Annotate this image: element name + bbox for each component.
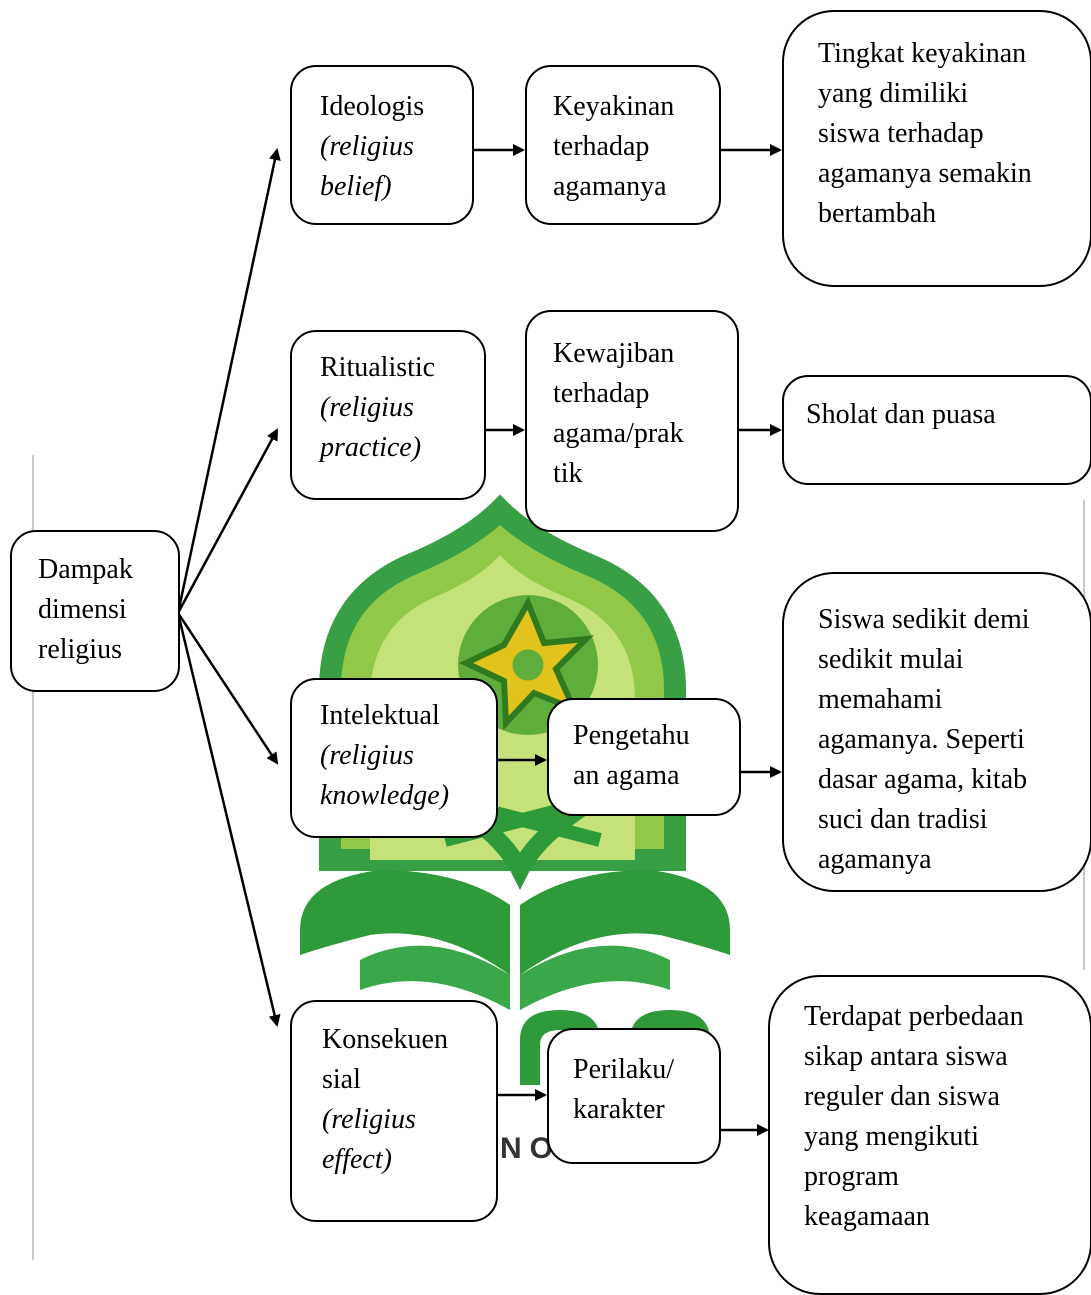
category-title: Ritualistic <box>320 352 436 383</box>
category-node-ritualistic: Ritualistic (religius practice) <box>290 330 486 500</box>
result-node-intelektual: Siswa sedikit demi sedikit mulai memaham… <box>782 572 1091 892</box>
arrow-root-to-ritualistic <box>176 428 279 614</box>
category-node-ideologis: Ideologis (religius belief) <box>290 65 474 225</box>
result-node-konsekuensial: Terdapat perbedaan sikap antara siswa re… <box>768 975 1091 1295</box>
category-english: (religius knowledge) <box>320 740 450 811</box>
meaning-label: Keyakinan terhadap agamanya <box>553 91 675 202</box>
page-edge-left <box>32 455 34 1260</box>
category-title: Konsekuen sial <box>322 1024 448 1095</box>
meaning-label: Pengetahu an agama <box>573 720 690 791</box>
category-title: Intelektual <box>320 700 440 731</box>
category-node-konsekuensial: Konsekuen sial (religius effect) <box>290 1000 498 1222</box>
arrow-root-to-konsekuensial <box>176 612 281 1027</box>
result-label: Siswa sedikit demi sedikit mulai memaham… <box>818 604 1030 875</box>
result-label: Terdapat perbedaan sikap antara siswa re… <box>804 1001 1024 1232</box>
category-english: (religius practice) <box>320 392 422 463</box>
arrow-root-to-intelektual <box>176 612 279 765</box>
watermark-right-wing <box>520 870 730 975</box>
category-title: Ideologis <box>320 91 425 122</box>
result-label: Tingkat keyakinan yang dimiliki siswa te… <box>818 38 1032 229</box>
meaning-label: Perilaku/ karakter <box>573 1054 675 1125</box>
meaning-node-keyakinan: Keyakinan terhadap agamanya <box>525 65 721 225</box>
watermark-text: NO <box>500 1132 561 1165</box>
root-node: Dampak dimensi religius <box>10 530 180 692</box>
meaning-node-perilaku: Perilaku/ karakter <box>547 1028 721 1164</box>
result-label: Sholat dan puasa <box>806 399 996 430</box>
category-english: (religius effect) <box>322 1104 416 1175</box>
meaning-node-kewajiban: Kewajiban terhadap agama/prak tik <box>525 310 739 532</box>
category-english: (religius belief) <box>320 131 414 202</box>
result-node-ritualistic: Sholat dan puasa <box>782 375 1091 485</box>
meaning-node-pengetahuan: Pengetahu an agama <box>547 698 741 816</box>
watermark-left-wing <box>300 870 510 975</box>
arrow-root-to-ideologis <box>176 148 281 614</box>
category-node-intelektual: Intelektual (religius knowledge) <box>290 678 498 838</box>
root-label: Dampak dimensi religius <box>38 554 133 665</box>
result-node-ideologis: Tingkat keyakinan yang dimiliki siswa te… <box>782 10 1091 287</box>
meaning-label: Kewajiban terhadap agama/prak tik <box>553 338 684 489</box>
